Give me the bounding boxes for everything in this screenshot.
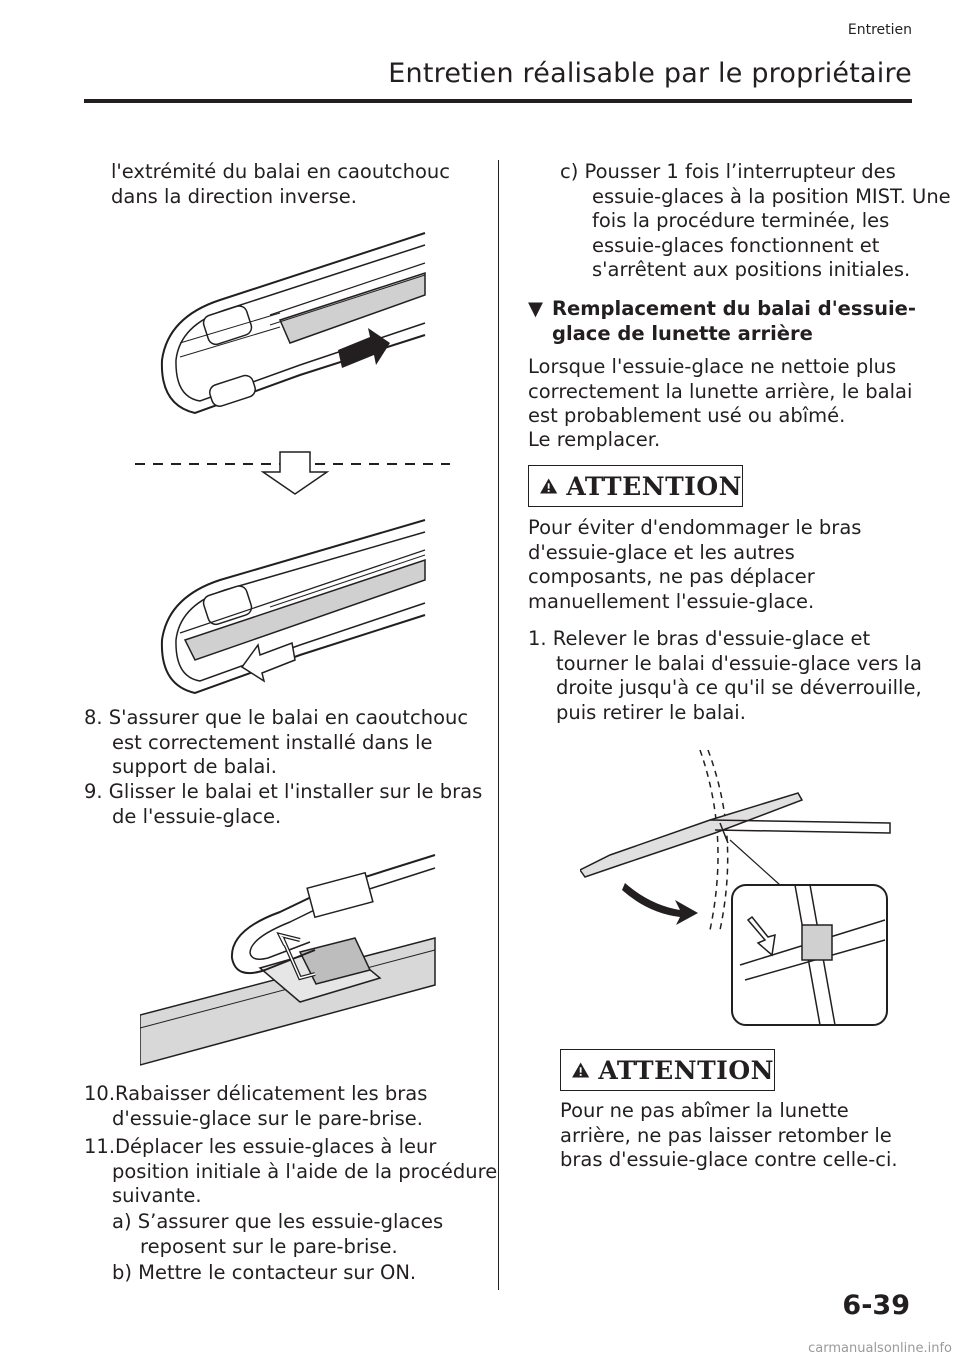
header-rule	[84, 99, 912, 103]
warning-icon	[572, 1062, 590, 1078]
blade-install-illustration	[140, 854, 436, 1066]
heading-text: Remplacement du balai d'essuie-glace de …	[552, 297, 916, 345]
rear-wiper-illustration	[580, 749, 891, 1026]
sub-step-b: b) Mettre le contacteur sur ON.	[112, 1261, 417, 1284]
intro-paragraph: Lorsque l'essuie-glace ne nettoie plus c…	[528, 355, 913, 427]
step-9: 9. Glisser le balai et l'installer sur l…	[84, 780, 483, 828]
attention-text-1: Pour éviter d'endommager le bras d'essui…	[528, 516, 862, 613]
triangle-marker-icon: ▼	[528, 297, 543, 320]
page-number: 6-39	[842, 1290, 910, 1321]
step-11: 11.Déplacer les essuie-glaces à leur pos…	[84, 1135, 498, 1207]
wiper-blade-illustration-2	[160, 519, 426, 695]
page-title: Entretien réalisable par le propriétaire	[388, 58, 912, 89]
warning-icon	[540, 478, 558, 494]
step-1: 1. Relever le bras d'essuie-glace et tou…	[528, 627, 922, 724]
attention-label-2: ATTENTION	[598, 1055, 774, 1085]
sub-step-a: a) S’assurer que les essuie-glaces repos…	[112, 1210, 444, 1258]
step-8: 8. S'assurer que le balai en caoutchouc …	[84, 706, 469, 778]
section-heading: ▼ Remplacement du balai d'essuie-glace d…	[528, 297, 918, 346]
watermark: carmanualsonline.info	[808, 1341, 952, 1356]
wiper-blade-illustration-1	[160, 232, 426, 415]
attention-label-1: ATTENTION	[566, 471, 742, 501]
sub-step-c: c) Pousser 1 fois l’interrupteur des ess…	[560, 160, 951, 281]
attention-box-1: ATTENTION	[528, 465, 743, 507]
intro-paragraph-2: Le remplacer.	[528, 428, 661, 451]
attention-box-2: ATTENTION	[560, 1049, 775, 1091]
step-10: 10.Rabaisser délicatement les bras d'ess…	[84, 1082, 428, 1130]
intro-text: l'extrémité du balai en caoutchouc dans …	[111, 160, 450, 208]
down-arrow-icon	[135, 451, 450, 495]
column-divider	[498, 160, 499, 1290]
attention-text-2: Pour ne pas abîmer la lunette arrière, n…	[560, 1099, 898, 1171]
section-label: Entretien	[847, 22, 912, 38]
